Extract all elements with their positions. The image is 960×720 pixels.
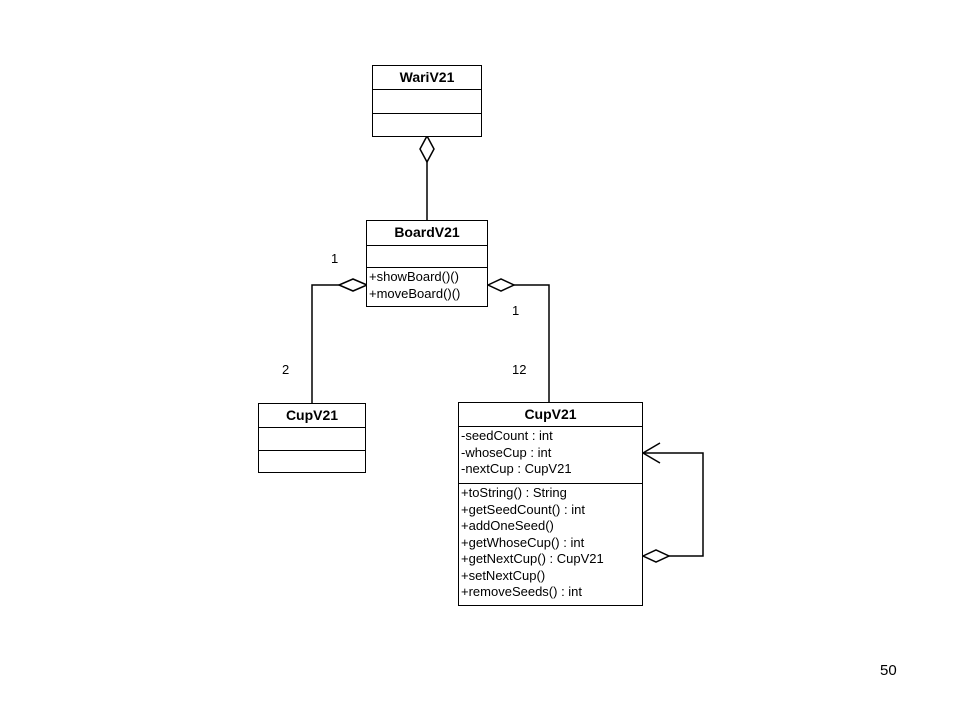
method-item: +setNextCup() [461,567,546,583]
multiplicity-board-left: 1 [331,251,339,266]
class-board: BoardV21 +showBoard()() +moveBoard()() [366,220,488,307]
aggregation-diamond-icon [419,134,435,164]
class-cup-left: CupV21 [258,403,366,473]
board-cup-right-aggregation [486,278,550,402]
methods-compartment: +toString() : String +getSeedCount() : i… [459,484,642,605]
multiplicity-board-right: 1 [512,303,520,318]
arrowhead-icon [641,442,661,464]
class-wari: WariV21 [372,65,482,137]
method-item: +getSeedCount() : int [461,501,585,517]
class-cup-right: CupV21 -seedCount : int -whoseCup : int … [458,402,643,606]
method-item: +getWhoseCup() : int [461,534,585,550]
attributes-compartment [373,90,481,114]
board-cup-left-aggregation [311,278,369,403]
class-name: BoardV21 [367,221,487,246]
aggregation-diamond-icon [486,278,516,292]
method-item: +moveBoard()() [369,285,461,301]
class-name: CupV21 [459,403,642,427]
methods-compartment [259,451,365,472]
class-name: WariV21 [373,66,481,90]
attribute-item: -nextCup : CupV21 [461,461,572,476]
methods-compartment [373,114,481,136]
multiplicity-cup-right: 12 [512,362,527,377]
attributes-compartment: -seedCount : int -whoseCup : int -nextCu… [459,427,642,484]
methods-compartment: +showBoard()() +moveBoard()() [367,268,487,306]
aggregation-diamond-icon [641,549,671,563]
attributes-compartment [367,246,487,268]
method-item: +getNextCup() : CupV21 [461,551,604,566]
attribute-item: -whoseCup : int [461,444,552,460]
method-item: +addOneSeed() [461,518,554,533]
wari-board-aggregation [419,134,435,220]
attributes-compartment [259,428,365,451]
aggregation-diamond-icon [337,278,369,292]
page-number: 50 [880,662,897,679]
cup-self-association [641,442,704,563]
method-item: +removeSeeds() : int [461,584,583,599]
multiplicity-cup-left: 2 [282,362,290,377]
method-item: +showBoard()() [369,269,459,284]
class-name: CupV21 [259,404,365,428]
method-item: +toString() : String [461,485,567,500]
attribute-item: -seedCount : int [461,428,553,443]
